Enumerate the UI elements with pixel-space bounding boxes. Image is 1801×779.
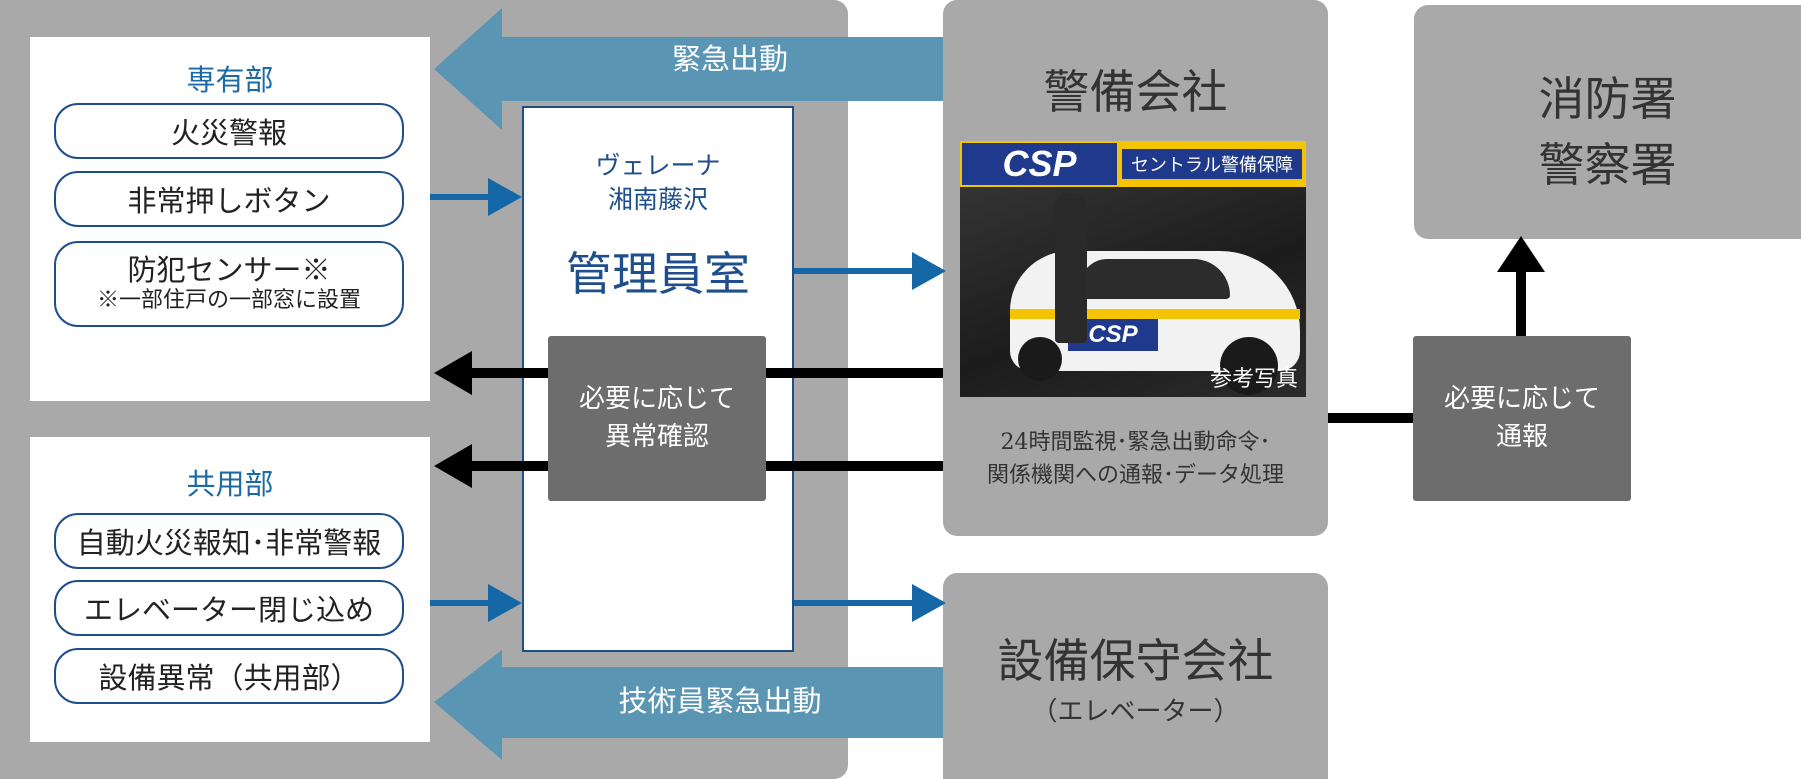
blue-arrows [430,178,946,622]
maintenance-subtitle: （エレベーター） [1031,697,1240,727]
security-desc-line2: 関係機関への通報･データ処理 [986,463,1284,488]
technician-dispatch-label: 技術員緊急出動 [618,684,822,718]
maintenance-company: 設備保守会社 （エレベーター） [943,573,1328,779]
emergency-button-item: 非常押しボタン [54,171,404,227]
management-room-title: 管理員室 [566,247,750,301]
csp-banner: CSP セントラル警備保障 [960,141,1306,187]
check-as-needed-box: 必要に応じて 異常確認 [548,336,766,501]
security-company: 警備会社 CSP セントラル警備保障 CSP 参考写真 24時間監視･緊急出動命… [943,0,1328,536]
authorities-box: 消防署 警察署 [1414,5,1801,239]
property-name-line2: 湘南藤沢 [607,185,708,214]
csp-logo: CSP [962,143,1117,185]
photo-caption: 参考写真 [1209,367,1298,392]
car-window [1080,259,1230,299]
police-station: 警察署 [1538,138,1677,192]
notify-as-needed-box: 必要に応じて 通報 [1413,336,1631,501]
common-section: 共用部 自動火災報知･非常警報 エレベーター閉じ込め 設備異常（共用部） [30,437,430,742]
private-section: 専有部 火災警報 非常押しボタン 防犯センサー※ ※一部住戸の一部窓に設置 [30,37,430,401]
security-company-title: 警備会社 [1043,65,1228,119]
check-line2: 異常確認 [604,421,709,452]
notify-line1: 必要に応じて [1443,383,1600,414]
crime-sensor-item: 防犯センサー※ ※一部住戸の一部窓に設置 [54,241,404,327]
car-stripe [1010,309,1300,319]
fire-department: 消防署 [1538,72,1677,126]
auto-fire-alarm-item: 自動火災報知･非常警報 [54,513,404,569]
check-line1: 必要に応じて [578,383,735,414]
car-door-logo-text: CSP [1088,321,1138,348]
property-name-line1: ヴェレーナ [595,151,721,180]
emergency-dispatch-label: 緊急出動 [671,42,788,76]
car-wheel-rear [1018,337,1062,381]
maintenance-title: 設備保守会社 [997,634,1274,688]
reference-photo: CSP セントラル警備保障 CSP 参考写真 [960,141,1306,397]
guard-figure [1055,193,1087,343]
notify-line2: 通報 [1495,421,1548,452]
emergency-dispatch-arrow [434,8,943,130]
csp-caption: セントラル警備保障 [1122,149,1302,179]
elevator-trap-item: エレベーター閉じ込め [54,580,404,636]
car-wheel-front [1220,337,1278,395]
crime-sensor-note: ※一部住戸の一部窓に設置 [96,288,361,314]
technician-dispatch-arrow [434,650,943,760]
crime-sensor-label: 防犯センサー※ [127,253,331,288]
private-section-title: 専有部 [186,63,274,97]
security-desc-line1: 24時間監視･緊急出動命令･ [1000,430,1271,455]
csp-logo-text: CSP [1002,143,1077,184]
common-section-title: 共用部 [186,467,274,501]
fire-alarm-item: 火災警報 [54,103,404,159]
equipment-fault-item: 設備異常（共用部） [54,648,404,704]
